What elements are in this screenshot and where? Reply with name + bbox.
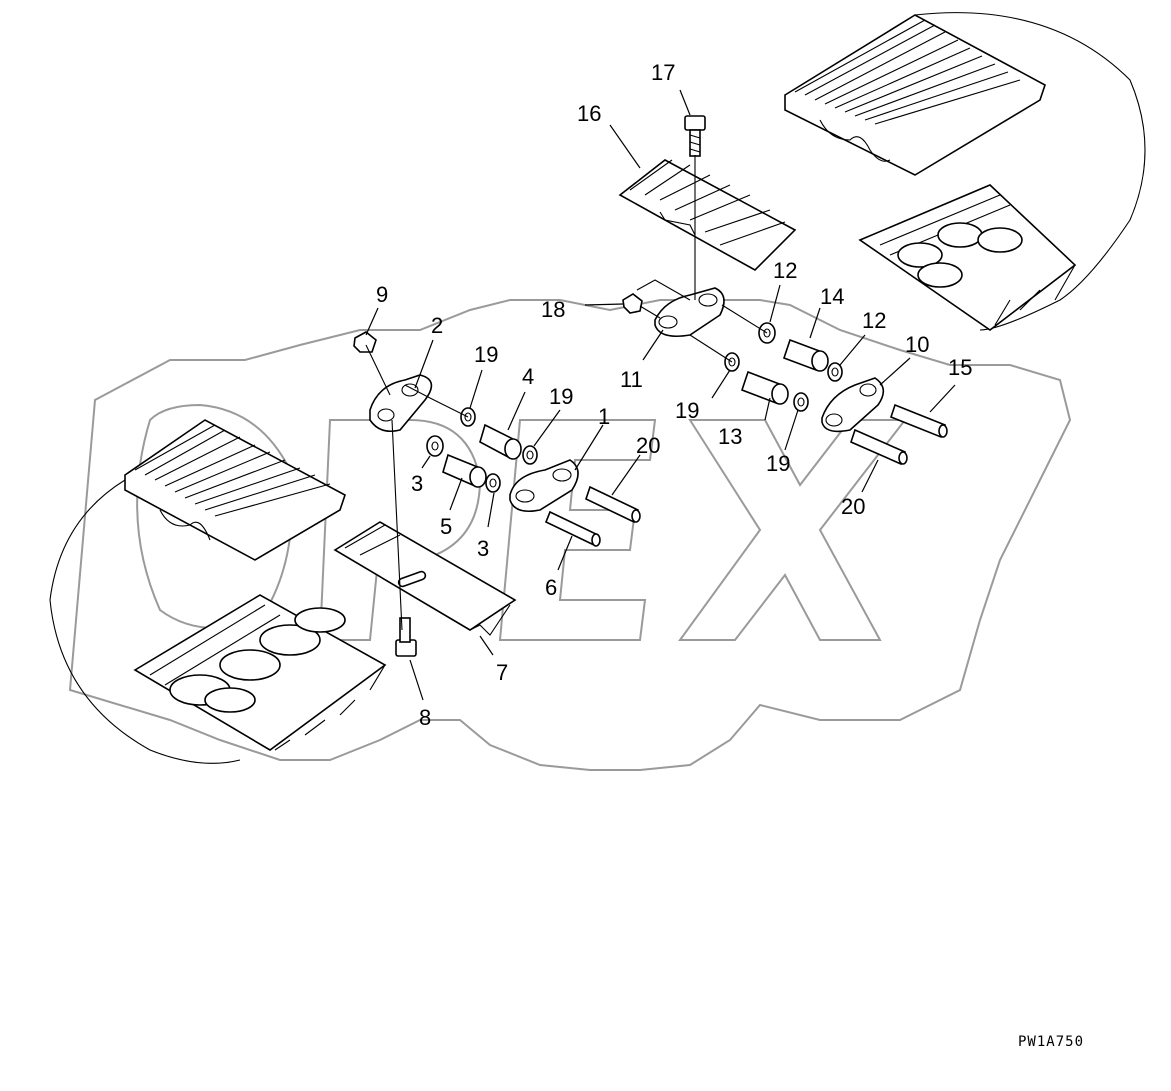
- track-shoe-16: [618, 159, 797, 271]
- callout-8: 8: [419, 705, 431, 730]
- bolt-17: [684, 115, 706, 157]
- callout-12-upper: 12: [773, 258, 797, 283]
- link-10: [821, 377, 885, 433]
- callout-2: 2: [431, 313, 443, 338]
- pin-20b: [850, 428, 908, 466]
- callout-19-d: 19: [766, 451, 790, 476]
- callout-16: 16: [577, 101, 601, 126]
- callout-6: 6: [545, 575, 557, 600]
- bushing-13: [740, 370, 789, 405]
- callout-15: 15: [948, 355, 972, 380]
- track-assembly-lower-left: [49, 419, 387, 764]
- pin-6: [544, 510, 601, 547]
- seal-19c: [724, 352, 740, 372]
- callout-20-a: 20: [636, 433, 660, 458]
- link-2: [369, 374, 433, 433]
- callout-labels: 17 16 12 14 12 10 15 9 2 18 11 19 4 19 1…: [376, 60, 972, 730]
- leader-lines: [365, 89, 956, 701]
- callout-19-c: 19: [675, 398, 699, 423]
- callout-11: 11: [620, 367, 643, 392]
- link-11: [654, 287, 725, 338]
- seal-12b: [827, 362, 843, 382]
- assembly-guide-lines: [365, 155, 768, 631]
- link-1: [509, 459, 579, 513]
- callout-19-a: 19: [474, 342, 498, 367]
- callout-19-b: 19: [549, 384, 573, 409]
- seal-19b: [522, 445, 538, 465]
- callout-20-b: 20: [841, 494, 865, 519]
- callout-18: 18: [541, 297, 565, 322]
- callout-12-right: 12: [862, 308, 886, 333]
- bushing-14: [782, 338, 829, 372]
- track-shoe-7: [333, 521, 517, 636]
- seal-3a: [426, 435, 444, 457]
- bolt-8: [395, 617, 417, 657]
- pin-15: [890, 403, 948, 439]
- drawing-code: PW1A750: [1018, 1034, 1085, 1050]
- callout-3-b: 3: [477, 536, 489, 561]
- seal-19d: [793, 392, 809, 412]
- callout-10: 10: [905, 332, 929, 357]
- nut-18: [622, 293, 643, 314]
- track-assembly-upper-right: [784, 12, 1146, 331]
- bushing-5: [442, 453, 487, 488]
- callout-14: 14: [820, 284, 844, 309]
- callout-7: 7: [496, 660, 508, 685]
- callout-13: 13: [718, 424, 742, 449]
- callout-17: 17: [651, 60, 675, 85]
- bushing-4: [479, 423, 522, 460]
- seal-3b: [485, 473, 501, 493]
- nut-9: [353, 331, 377, 353]
- callout-1: 1: [598, 404, 610, 429]
- callout-5: 5: [440, 514, 452, 539]
- callout-4: 4: [522, 364, 534, 389]
- pin-20a: [585, 485, 641, 524]
- callout-9: 9: [376, 282, 388, 307]
- callout-3-a: 3: [411, 471, 423, 496]
